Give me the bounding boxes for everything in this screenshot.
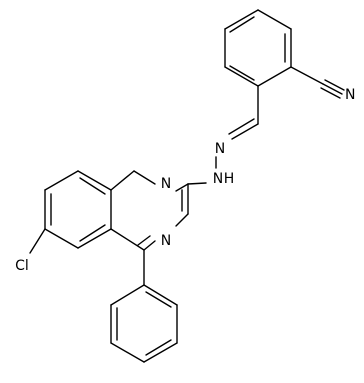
bond — [175, 213, 189, 227]
bond — [110, 228, 145, 251]
bond — [110, 170, 135, 191]
pyrimidine-ring — [110, 170, 189, 251]
bond — [224, 9, 259, 30]
bond — [137, 235, 151, 246]
bond — [77, 170, 112, 191]
atom-label-nitrile-n: N — [345, 87, 355, 103]
bond — [224, 66, 259, 87]
benzonitrile-ring — [224, 9, 292, 87]
atom-label-chloro: Cl — [15, 258, 29, 274]
atom-label-nh-n: N — [213, 171, 223, 187]
atom-label-n1: N — [161, 176, 171, 192]
atom-labels: N N N H N N Cl — [15, 87, 355, 274]
bond — [257, 9, 292, 30]
bond — [231, 123, 259, 140]
atom-label-hydrazone-n: N — [215, 141, 225, 157]
bond — [79, 224, 106, 242]
bond — [187, 182, 207, 185]
bond — [44, 170, 79, 191]
bond — [322, 83, 343, 95]
bond — [228, 118, 255, 135]
bond — [175, 183, 189, 192]
bond — [320, 87, 341, 99]
bond — [229, 16, 255, 33]
atom-label-nh-h: H — [224, 171, 235, 187]
bond — [229, 65, 255, 81]
bond — [77, 228, 112, 249]
bond — [290, 66, 324, 85]
bond — [79, 177, 106, 195]
bond — [324, 79, 345, 91]
bond — [145, 339, 172, 356]
bond — [143, 240, 156, 251]
atom-label-n3: N — [161, 233, 171, 249]
phenyl-ring — [110, 249, 178, 363]
chloro-bond — [29, 228, 46, 254]
bond — [110, 342, 145, 363]
hydrazone-linker — [187, 85, 259, 185]
bond — [145, 291, 172, 308]
bond — [110, 284, 145, 306]
bond — [44, 228, 79, 249]
bond — [143, 284, 178, 306]
bond — [257, 66, 292, 87]
nitrile-group — [290, 66, 345, 99]
benzo-ring — [44, 170, 112, 249]
bond — [143, 342, 178, 363]
bond — [133, 170, 156, 185]
